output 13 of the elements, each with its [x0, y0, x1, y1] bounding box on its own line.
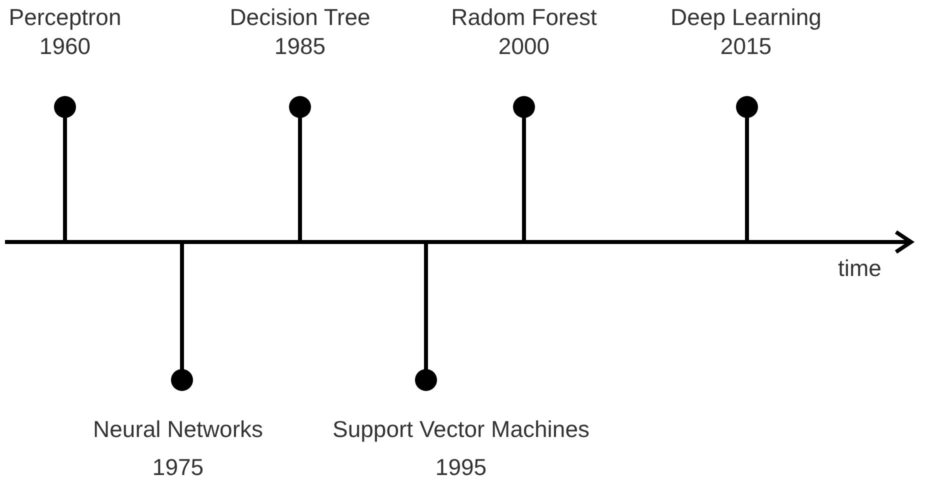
year-label: 1985 [274, 32, 326, 61]
year-label: 2000 [498, 32, 550, 61]
axis-label: time [838, 255, 882, 282]
event-label: Neural Networks [93, 415, 263, 444]
year-label: 1995 [435, 453, 487, 482]
event-label: Radom Forest [451, 3, 597, 32]
event-label: Decision Tree [230, 3, 370, 32]
event-label: Support Vector Machines [332, 415, 590, 444]
event-label: Deep Learning [670, 3, 822, 32]
year-label: 1960 [39, 32, 91, 61]
year-label: 2015 [720, 32, 772, 61]
year-label: 1975 [152, 453, 204, 482]
event-label: Perceptron [8, 3, 122, 32]
